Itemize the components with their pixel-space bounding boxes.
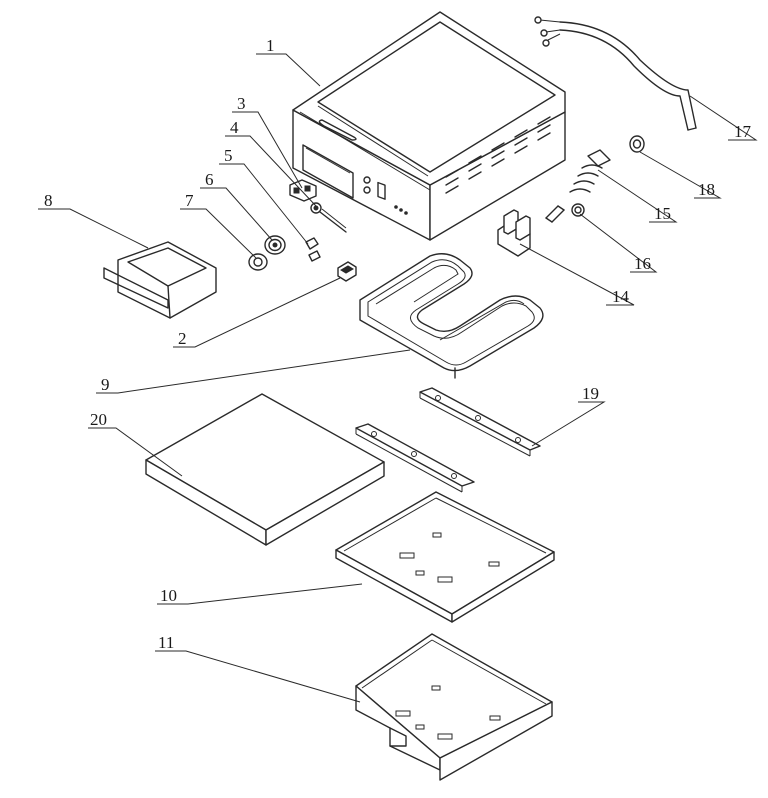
leader-lines	[38, 53, 758, 703]
part-15-spring-assembly	[545, 149, 611, 223]
part-20-insulation-board	[145, 393, 385, 546]
label-part-9: 9	[101, 375, 110, 394]
part-18-knob	[629, 135, 645, 153]
part-1-griddle-body	[292, 11, 566, 241]
part-19-rail-lower	[355, 423, 475, 493]
label-part-6: 6	[205, 170, 214, 189]
label-part-17: 17	[734, 122, 752, 141]
part-labels: 1 3 4 5 6 7 8 2 9 20 10 11 14 15 16 17 1…	[44, 36, 752, 652]
label-part-3: 3	[237, 94, 246, 113]
part-6-knob	[264, 235, 286, 255]
label-part-19: 19	[582, 384, 599, 403]
part-4-thermostat-probe	[310, 202, 347, 233]
label-part-5: 5	[224, 146, 233, 165]
label-part-2: 2	[178, 329, 187, 348]
label-part-15: 15	[654, 204, 671, 223]
part-19-rail-upper	[419, 387, 541, 457]
part-9-heating-element	[359, 253, 544, 379]
label-part-10: 10	[160, 586, 177, 605]
vent-slots	[445, 116, 551, 194]
part-17-power-cord	[534, 16, 697, 131]
label-part-14: 14	[612, 287, 630, 306]
part-10-tray	[335, 491, 555, 623]
part-7-knob-cap	[248, 253, 268, 271]
label-part-7: 7	[185, 191, 194, 210]
part-5-clip	[305, 237, 321, 262]
label-part-18: 18	[698, 180, 715, 199]
label-part-8: 8	[44, 191, 53, 210]
part-16-nut	[571, 203, 585, 217]
label-part-20: 20	[90, 410, 107, 429]
label-part-4: 4	[230, 118, 239, 137]
part-11-bottom-tray	[355, 633, 553, 781]
part-14-bracket	[497, 209, 531, 257]
label-part-16: 16	[634, 254, 651, 273]
label-part-11: 11	[158, 633, 174, 652]
part-8-grease-drawer	[103, 241, 217, 319]
label-part-1: 1	[266, 36, 275, 55]
part-2-switch	[337, 261, 357, 282]
